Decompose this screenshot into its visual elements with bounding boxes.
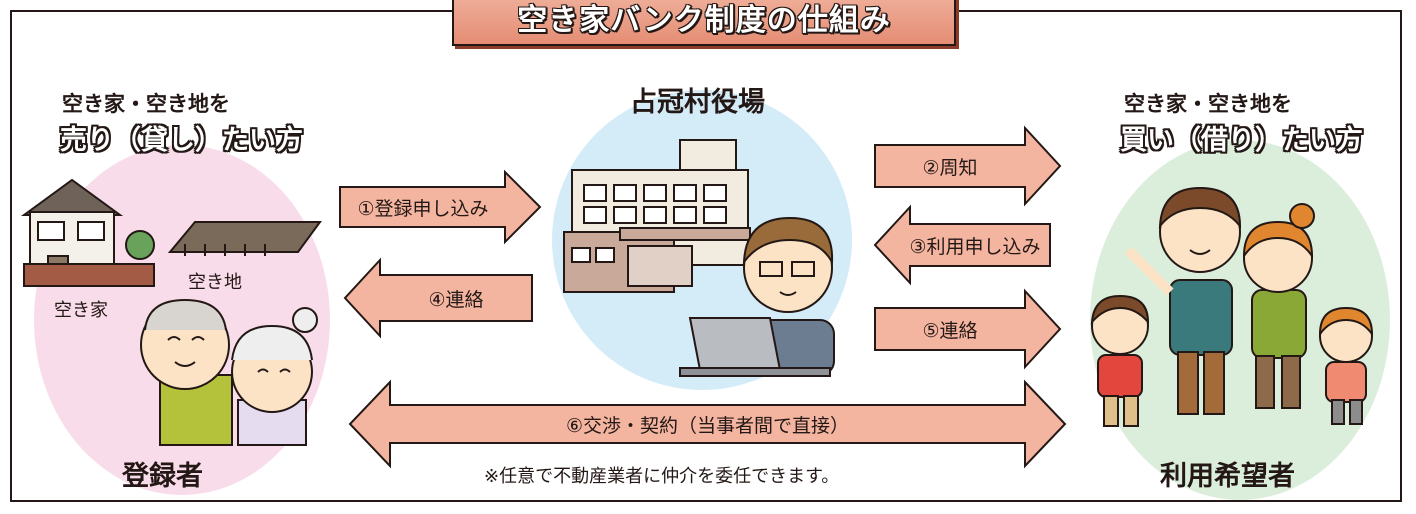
village-office-heading: 占冠村役場 [630, 87, 765, 118]
step-4-label: ④連絡 [428, 288, 484, 311]
registrant-label: 登録者 [122, 461, 203, 492]
step-5-label: ⑤連絡 [922, 319, 978, 342]
arrow-step-4 [343, 257, 533, 339]
broker-note: ※任意で不動産業者に仲介を委任できます。 [484, 466, 840, 487]
buyer-heading-line2: 買い（借り）たい方 [1120, 125, 1363, 156]
office-worker-icon [679, 216, 835, 377]
step-6-label: ⑥交渉・契約（当事者間で直接） [565, 414, 850, 437]
seller-heading-line2: 売り（貸し）たい方 [60, 125, 303, 156]
elderly-couple-icon [140, 298, 318, 446]
buyer-heading-line1: 空き家・空き地を [1124, 92, 1292, 116]
vacant-house-label: 空き家 [54, 300, 108, 321]
step-2-label: ②周知 [922, 156, 978, 179]
applicant-label: 利用希望者 [1160, 461, 1295, 492]
village-office-icon [563, 139, 751, 293]
arrow-step-3 [873, 204, 1051, 286]
house-icon [20, 178, 155, 287]
arrow-step-2 [874, 125, 1062, 207]
arrow-step-5 [874, 288, 1062, 370]
vacant-lot-label: 空き地 [188, 272, 242, 293]
step-1-label: ①登録申し込み [357, 197, 489, 220]
seller-heading-line1: 空き家・空き地を [62, 92, 230, 116]
step-3-label: ③利用申し込み [909, 235, 1041, 258]
diagram-title: 空き家バンク制度の仕組み [452, 0, 956, 46]
family-icon [1090, 186, 1374, 427]
vacant-lot-icon [167, 221, 322, 256]
arrow-step-1 [339, 169, 542, 245]
arrow-step-6 [348, 379, 1067, 469]
